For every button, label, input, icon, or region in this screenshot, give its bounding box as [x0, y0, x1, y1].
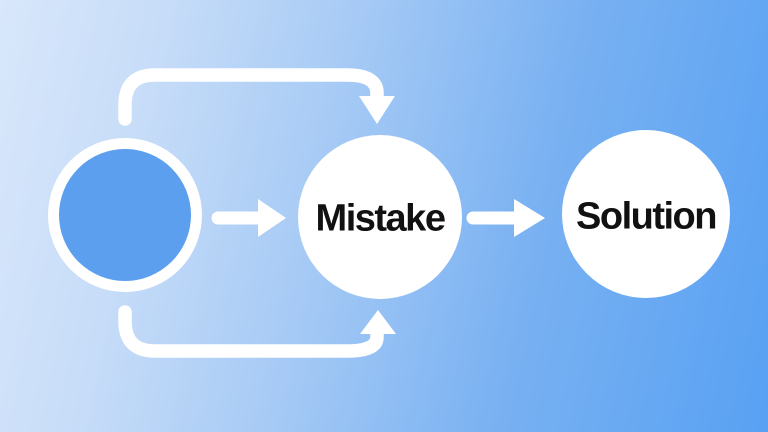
solution-node-circle	[562, 130, 730, 298]
top-loop-arrow-path	[118, 68, 384, 126]
start-node-circle	[48, 138, 202, 292]
bottom-loop-arrow-path	[118, 305, 384, 358]
start-to-mistake-arrow	[211, 199, 286, 237]
mistake-to-solution-arrowhead-icon	[514, 199, 545, 237]
bottom-loop-arrow	[118, 305, 396, 358]
mistake-node: Mistake	[298, 135, 462, 299]
top-loop-arrow	[118, 68, 395, 126]
solution-node-label: Solution	[576, 196, 716, 238]
mistake-node-circle	[298, 135, 462, 299]
mistake-to-solution-arrow	[466, 199, 545, 237]
mistake-node-label: Mistake	[316, 198, 445, 240]
start-to-mistake-arrowhead-icon	[258, 199, 286, 237]
top-loop-arrowhead-icon	[359, 96, 395, 124]
solution-node: Solution	[562, 130, 730, 298]
bottom-loop-arrowhead-icon	[360, 310, 396, 334]
